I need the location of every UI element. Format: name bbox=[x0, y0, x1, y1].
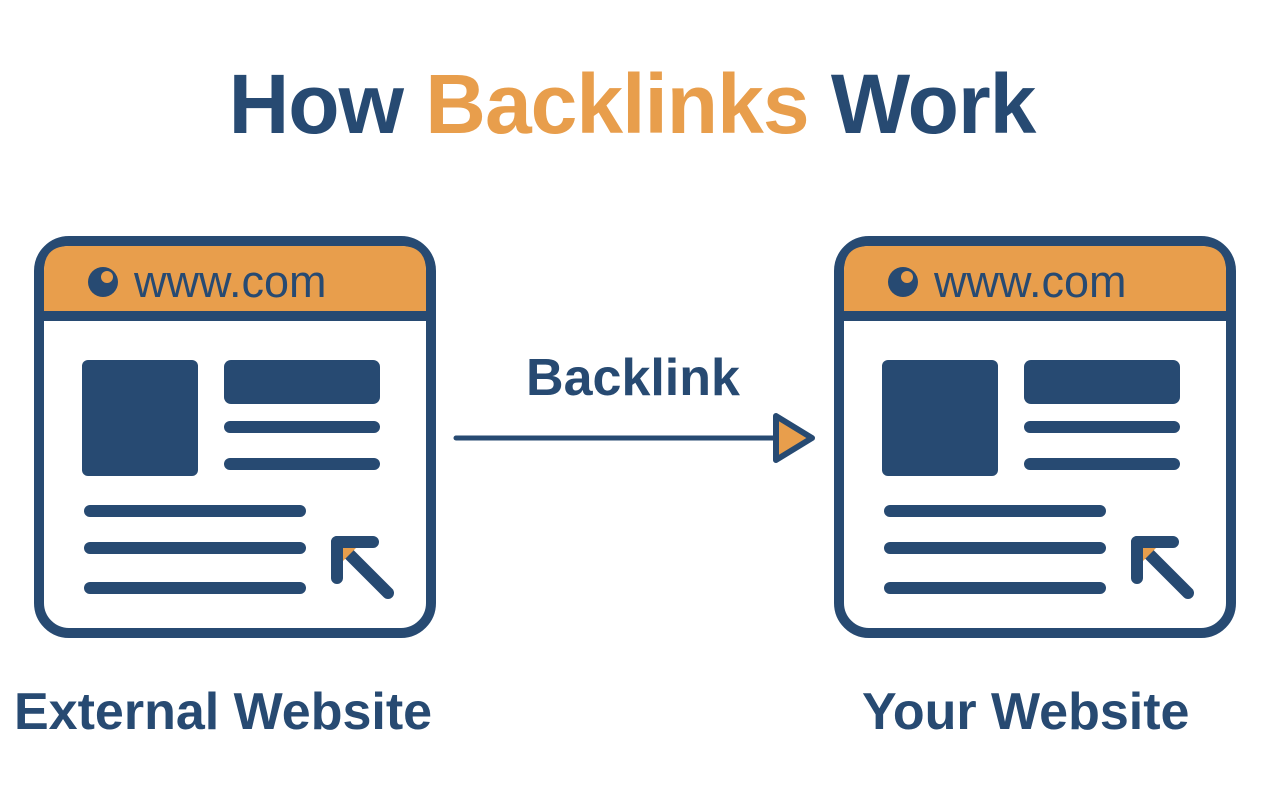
image-block bbox=[882, 360, 998, 476]
image-block bbox=[82, 360, 198, 476]
your-website-illustration: www.com bbox=[834, 236, 1236, 638]
your-website-caption: Your Website bbox=[862, 683, 1190, 741]
address-bar bbox=[844, 246, 1226, 312]
external-website-illustration: www.com bbox=[34, 236, 436, 638]
arrow-right-icon bbox=[453, 413, 815, 463]
cursor-arrow-icon bbox=[331, 536, 394, 599]
browser-logo-icon bbox=[888, 267, 918, 297]
diagram-title: How Backlinks Work bbox=[0, 54, 1264, 154]
title-prefix: How bbox=[228, 57, 404, 151]
your-website-window: www.com bbox=[834, 236, 1236, 638]
url-text: www.com bbox=[133, 256, 327, 307]
title-suffix: Work bbox=[830, 57, 1036, 151]
url-text: www.com bbox=[933, 256, 1127, 307]
heading-block bbox=[1024, 360, 1180, 404]
address-bar bbox=[44, 246, 426, 312]
external-website-window: www.com bbox=[34, 236, 436, 638]
external-website-caption: External Website bbox=[14, 683, 433, 741]
title-highlight: Backlinks bbox=[425, 57, 809, 151]
backlink-label: Backlink bbox=[526, 349, 740, 407]
heading-block bbox=[224, 360, 380, 404]
cursor-arrow-icon bbox=[1131, 536, 1194, 599]
browser-logo-icon bbox=[88, 267, 118, 297]
